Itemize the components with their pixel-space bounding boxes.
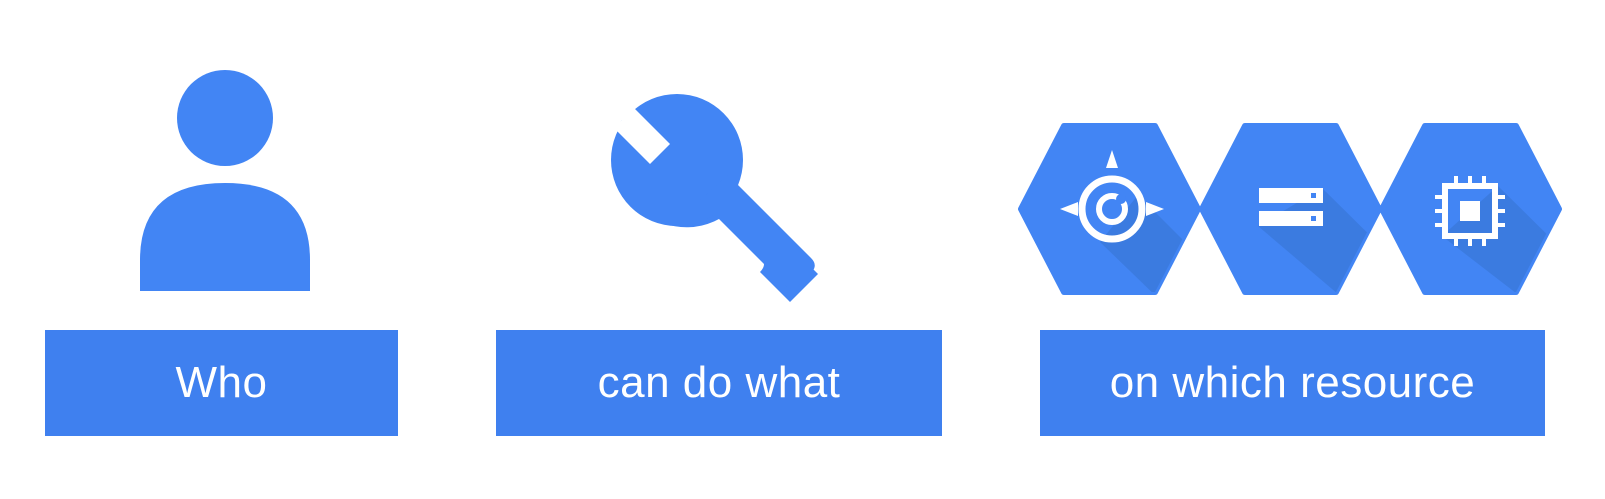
wrench-icon <box>611 94 818 302</box>
can-do-what-label: can do what <box>597 358 841 407</box>
on-which-resource-label: on which resource <box>1109 358 1476 407</box>
who-label-box: Who <box>45 330 398 436</box>
storage-icon <box>1199 123 1382 295</box>
compute-engine-icon <box>1379 123 1562 295</box>
person-icon <box>140 70 310 291</box>
on-which-resource-label-box: on which resource <box>1040 330 1545 436</box>
can-do-what-label-box: can do what <box>496 330 942 436</box>
who-label: Who <box>175 358 268 407</box>
cloud-endpoints-icon <box>1018 123 1201 295</box>
